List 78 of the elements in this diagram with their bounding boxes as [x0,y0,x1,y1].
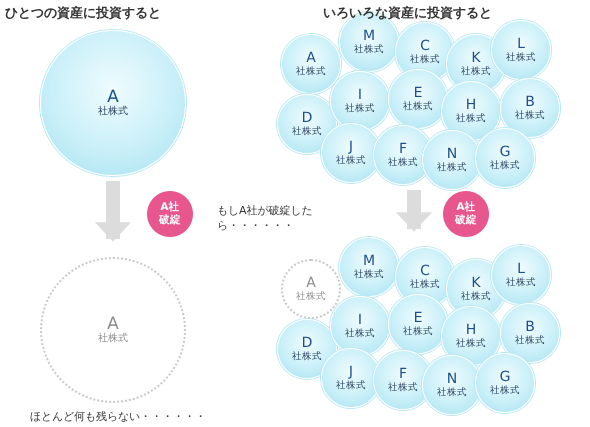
alert-badge: A社破綻 [147,191,193,237]
company-letter: A [107,88,119,106]
stock-label: 社株式 [403,326,433,338]
company-letter: N [446,372,458,386]
stock-label: 社株式 [296,290,326,302]
company-letter: A [306,276,316,290]
stock-label: 社株式 [388,382,418,394]
company-letter: E [414,86,422,100]
stock-label: 社株式 [461,66,491,78]
company-letter: I [358,312,362,328]
stock-label: 社株式 [296,66,326,78]
stock-label: 社株式 [403,100,433,112]
stock-label: 社株式 [437,386,467,398]
stock-circle [388,69,448,129]
note-text: もしA社が破綻したら・・・・・・ [217,203,314,233]
company-letter: A [306,50,316,66]
company-letter: C [420,38,430,54]
company-letter: M [362,28,376,44]
stock-label: 社株式 [354,268,384,280]
stock-label: 社株式 [506,276,536,288]
company-letter: E [414,310,422,326]
stock-label: 社株式 [410,278,440,290]
stock-label: 社株式 [336,380,366,392]
company-letter: G [500,144,510,160]
company-letter: D [302,110,312,126]
stock-circle [475,128,535,188]
stock-label: 社株式 [345,328,375,340]
stock-label: 社株式 [437,162,467,174]
company-letter: D [302,336,312,350]
stock-label: 社株式 [506,52,536,64]
stock-label: 社株式 [490,160,520,172]
alert-badge: A社破綻 [443,191,489,237]
stock-label: 社株式 [456,112,486,124]
stock-label: 社株式 [410,54,440,66]
company-letter: J [348,364,354,380]
company-letter: J [348,140,354,154]
stock-label: 社株式 [336,154,366,166]
stock-label: 社株式 [98,333,128,345]
stock-label: 社株式 [292,126,322,138]
company-letter: B [525,94,535,110]
stock-circle [475,353,535,413]
section-heading: いろいろな資産に投資すると [323,4,493,22]
stock-label: 社株式 [515,110,545,122]
note-text: ほとんど何も残らない・・・・・・ [30,409,207,424]
company-letter: M [362,254,376,268]
stock-label: 社株式 [456,338,486,350]
stock-label: 社株式 [461,290,491,302]
company-letter: C [420,264,430,278]
stock-label: 社株式 [515,334,545,346]
company-letter: K [471,50,481,66]
company-letter: F [398,366,408,382]
stock-circle [339,237,399,297]
stock-circle [500,303,560,363]
down-arrow [94,181,132,242]
stock-circle [281,34,341,94]
stock-label: 社株式 [354,44,384,56]
company-letter: L [517,262,525,276]
company-letter: G [500,370,510,384]
company-letter: H [466,322,476,338]
company-letter: A [107,315,119,333]
stock-label: 社株式 [345,102,375,114]
company-letter: N [446,146,458,162]
company-letter: F [398,142,408,156]
company-letter: H [466,98,476,112]
stock-label: 社株式 [388,156,418,168]
stock-label: 社株式 [98,106,128,118]
company-letter: K [471,276,481,290]
company-letter: L [517,36,525,52]
stock-label: 社株式 [490,384,520,396]
down-arrow [396,190,432,232]
stock-circle [500,78,560,138]
stock-circle [388,294,448,354]
company-letter: B [525,320,535,334]
stock-circle [491,20,551,80]
stock-label: 社株式 [292,350,322,362]
stock-circle [491,245,551,305]
company-letter: I [358,88,362,102]
section-heading: ひとつの資産に投資すると [5,4,162,22]
